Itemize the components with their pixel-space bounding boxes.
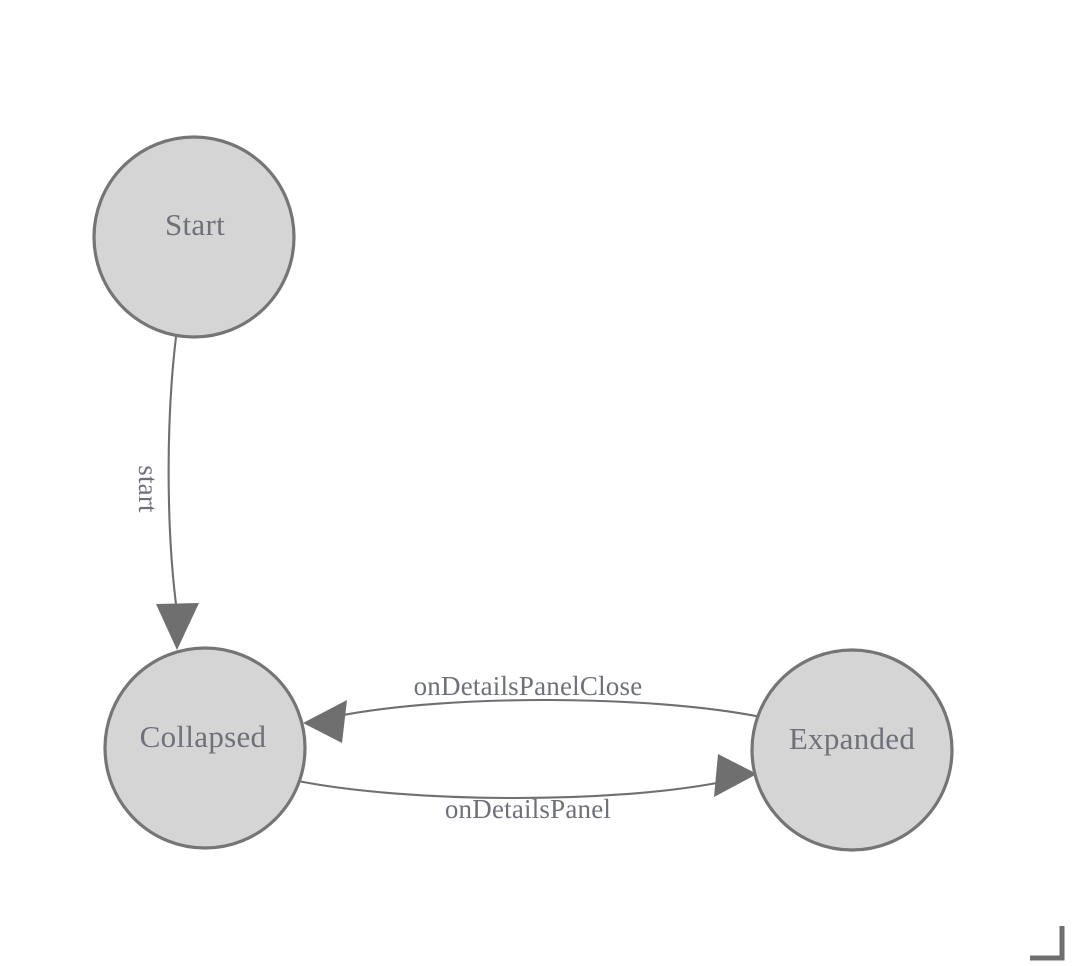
edge-collapsed-to-expanded[interactable]: onDetailsPanel [296, 754, 757, 824]
edge-expanded-to-collapsed-arrowhead [303, 700, 347, 743]
node-collapsed-circle[interactable] [103, 646, 307, 850]
edge-label-on-details-panel: onDetailsPanel [445, 794, 611, 824]
edge-start-to-collapsed[interactable]: start [133, 335, 199, 650]
edge-expanded-to-collapsed-path [336, 698, 763, 719]
edge-start-to-collapsed-path [167, 335, 179, 614]
edge-label-start: start [133, 465, 163, 513]
edge-expanded-to-collapsed[interactable]: onDetailsPanelClose [303, 671, 763, 743]
resize-handle-corner-icon[interactable] [1030, 926, 1065, 961]
node-expanded-label: Expanded [789, 721, 916, 756]
node-start-label: Start [165, 207, 225, 242]
node-start-circle[interactable] [92, 135, 296, 339]
edge-collapsed-to-expanded-path [296, 779, 724, 800]
edge-label-on-details-panel-close: onDetailsPanelClose [414, 671, 643, 701]
node-start[interactable]: Start [92, 135, 296, 339]
node-expanded-circle[interactable] [750, 648, 954, 852]
resize-handle[interactable] [1030, 926, 1065, 961]
node-collapsed-label: Collapsed [140, 719, 267, 754]
node-collapsed[interactable]: Collapsed [103, 646, 307, 850]
edge-collapsed-to-expanded-arrowhead [714, 754, 757, 797]
edge-start-to-collapsed-arrowhead [156, 603, 199, 650]
node-expanded[interactable]: Expanded [750, 648, 954, 852]
